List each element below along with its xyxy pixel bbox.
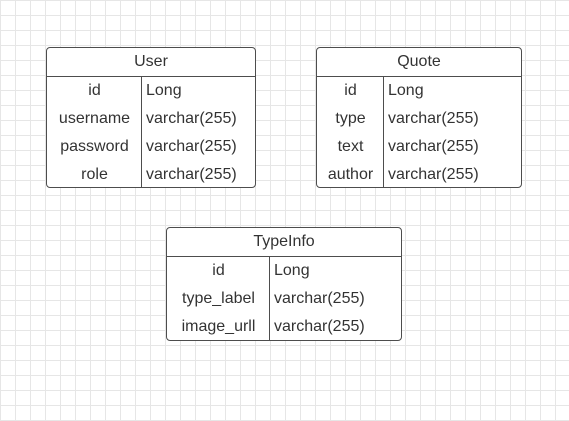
field-name: username	[58, 110, 131, 127]
field-name: password	[60, 138, 129, 155]
field-row-id[interactable]: id Long	[167, 257, 401, 285]
field-type: Long	[388, 82, 424, 99]
entity-title: TypeInfo	[167, 228, 401, 257]
field-type: varchar(255)	[388, 110, 479, 127]
field-row-type[interactable]: type varchar(255)	[317, 105, 521, 133]
column-divider	[383, 77, 384, 187]
column-divider	[141, 77, 142, 187]
field-type: varchar(255)	[388, 166, 479, 183]
field-row-id[interactable]: id Long	[47, 77, 255, 105]
field-name: text	[337, 138, 364, 155]
field-row-password[interactable]: password varchar(255)	[47, 133, 255, 161]
field-type: varchar(255)	[274, 318, 365, 335]
entity-title: User	[47, 48, 255, 77]
field-name: image_urll	[181, 318, 256, 335]
field-type: varchar(255)	[274, 290, 365, 307]
field-type: varchar(255)	[146, 166, 237, 183]
field-type: Long	[146, 82, 182, 99]
column-divider	[269, 257, 270, 340]
entity-typeinfo[interactable]: TypeInfo id Long type_label varchar(255)…	[166, 227, 402, 341]
field-name: id	[212, 262, 225, 279]
entity-quote[interactable]: Quote id Long type varchar(255) text var…	[316, 47, 522, 188]
field-row-text[interactable]: text varchar(255)	[317, 133, 521, 161]
field-row-author[interactable]: author varchar(255)	[317, 161, 521, 187]
entity-fields: id Long type varchar(255) text varchar(2…	[317, 77, 521, 187]
field-name: type	[335, 110, 366, 127]
field-type: Long	[274, 262, 310, 279]
field-type: varchar(255)	[388, 138, 479, 155]
field-name: role	[81, 166, 108, 183]
entity-title: Quote	[317, 48, 521, 77]
field-row-image-urll[interactable]: image_urll varchar(255)	[167, 313, 401, 340]
entity-fields: id Long type_label varchar(255) image_ur…	[167, 257, 401, 340]
field-name: id	[88, 82, 101, 99]
field-row-type-label[interactable]: type_label varchar(255)	[167, 285, 401, 313]
field-name: author	[327, 166, 374, 183]
entity-user[interactable]: User id Long username varchar(255) passw…	[46, 47, 256, 188]
field-type: varchar(255)	[146, 110, 237, 127]
field-row-id[interactable]: id Long	[317, 77, 521, 105]
field-type: varchar(255)	[146, 138, 237, 155]
field-name: type_label	[182, 290, 255, 307]
field-row-role[interactable]: role varchar(255)	[47, 161, 255, 187]
entity-fields: id Long username varchar(255) password v…	[47, 77, 255, 187]
field-row-username[interactable]: username varchar(255)	[47, 105, 255, 133]
field-name: id	[344, 82, 357, 99]
